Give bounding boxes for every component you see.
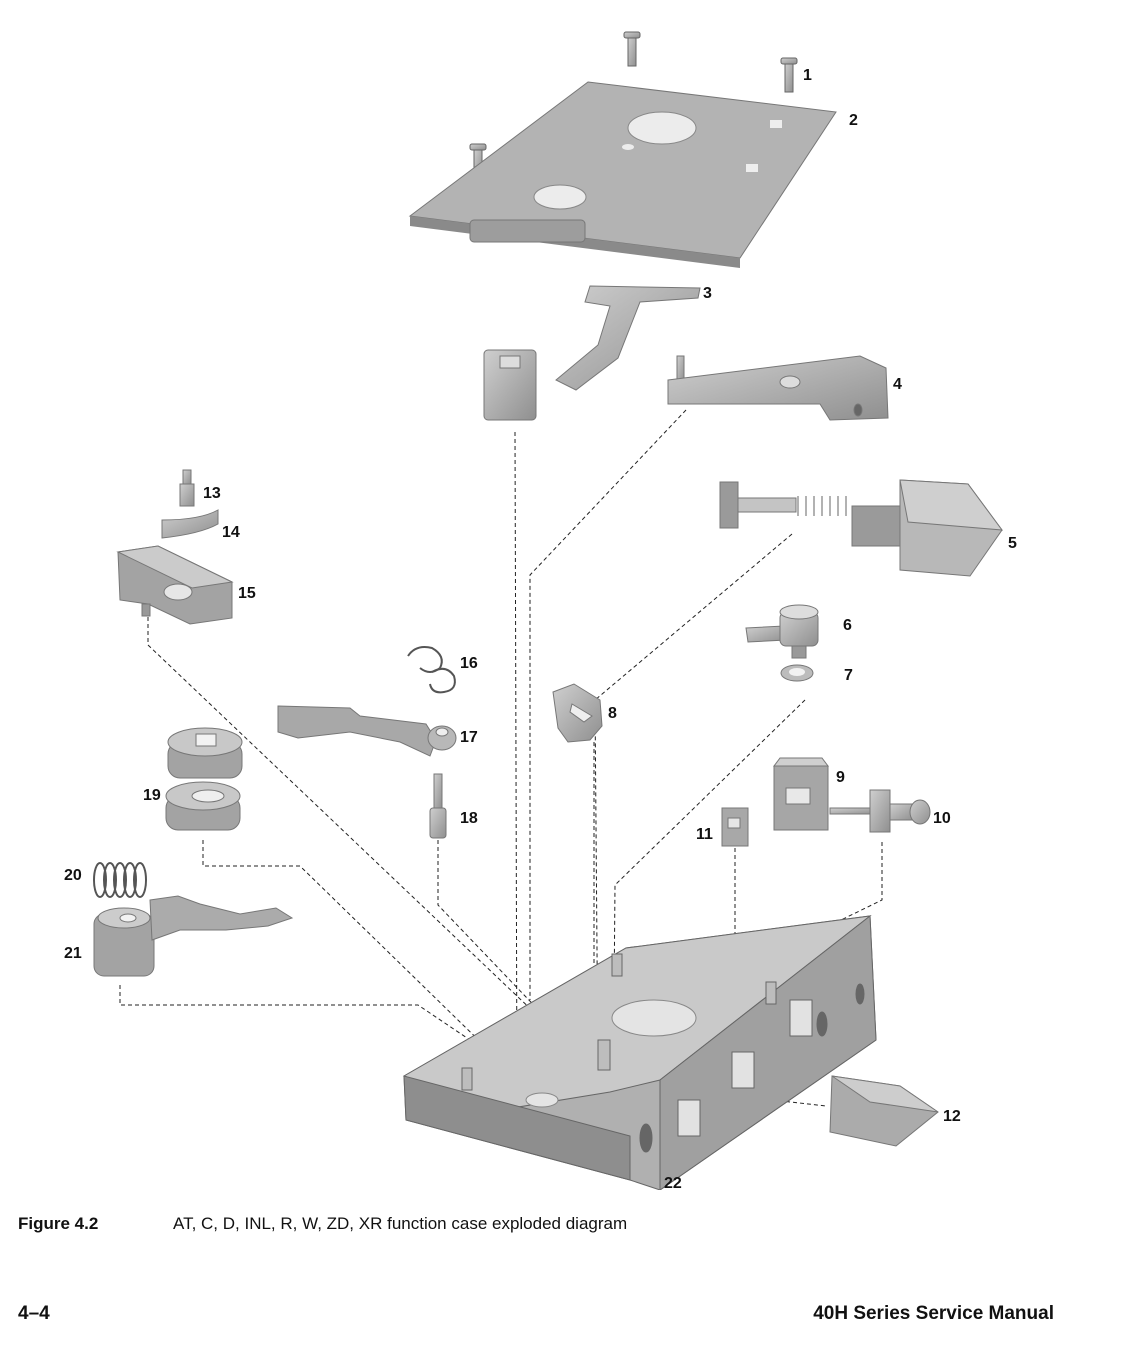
latch-bolt-part-5 [719,479,1004,577]
callout-21: 21 [64,945,82,962]
spring-leaf-part-14 [161,509,219,539]
page-number: 4–4 [18,1303,50,1324]
hub-lever-part-21 [93,895,294,977]
callout-17: 17 [460,729,478,746]
catch-assembly-part-4 [667,355,889,421]
lever-part-3 [483,285,701,421]
callout-12: 12 [943,1108,961,1125]
washer-part-7 [780,664,814,682]
clip-part-8 [552,683,603,743]
cams-part-19 [165,727,243,831]
lever-arm-part-17 [277,705,457,757]
callout-2: 2 [849,112,858,129]
callout-16: 16 [460,655,478,672]
callout-5: 5 [1008,535,1017,552]
cover-plate-part-2 [408,81,837,268]
deadlatch-part-12 [829,1075,939,1147]
block-part-9 [773,757,829,831]
block-part-11 [721,807,749,847]
callout-22: 22 [664,1175,682,1190]
callout-4: 4 [893,376,902,393]
callout-20: 20 [64,867,82,884]
exploded-diagram: 1 2 3 4 5 6 7 8 9 10 11 12 13 14 15 16 1… [64,31,1017,1190]
figure-label: Figure 4.2 [18,1214,99,1233]
bracket-part-15 [116,545,234,625]
callout-10: 10 [933,810,951,827]
screw-part-10 [829,789,931,833]
callout-19: 19 [143,787,161,804]
pin-part-18 [429,773,447,839]
manual-title: 40H Series Service Manual [813,1303,1054,1324]
figure-caption-text: AT, C, D, INL, R, W, ZD, XR function cas… [173,1214,628,1233]
callout-labels: 1 2 3 4 5 6 7 8 9 10 11 12 13 14 15 16 1… [64,67,1017,1190]
callout-8: 8 [608,705,617,722]
case-part-22 [402,915,877,1190]
callout-7: 7 [844,667,853,684]
pin-part-13 [179,469,195,507]
callout-18: 18 [460,810,478,827]
torsion-spring-part-16 [407,646,456,694]
callout-11: 11 [696,826,713,843]
hub-part-6 [745,604,819,659]
callout-3: 3 [703,285,712,302]
callout-15: 15 [238,585,256,602]
callout-1: 1 [803,67,812,84]
callout-14: 14 [222,524,240,541]
callout-9: 9 [836,769,845,786]
figure-caption: Figure 4.2 AT, C, D, INL, R, W, ZD, XR fu… [18,1214,627,1234]
callout-13: 13 [203,485,221,502]
callout-6: 6 [843,617,852,634]
spring-part-20 [93,862,147,898]
